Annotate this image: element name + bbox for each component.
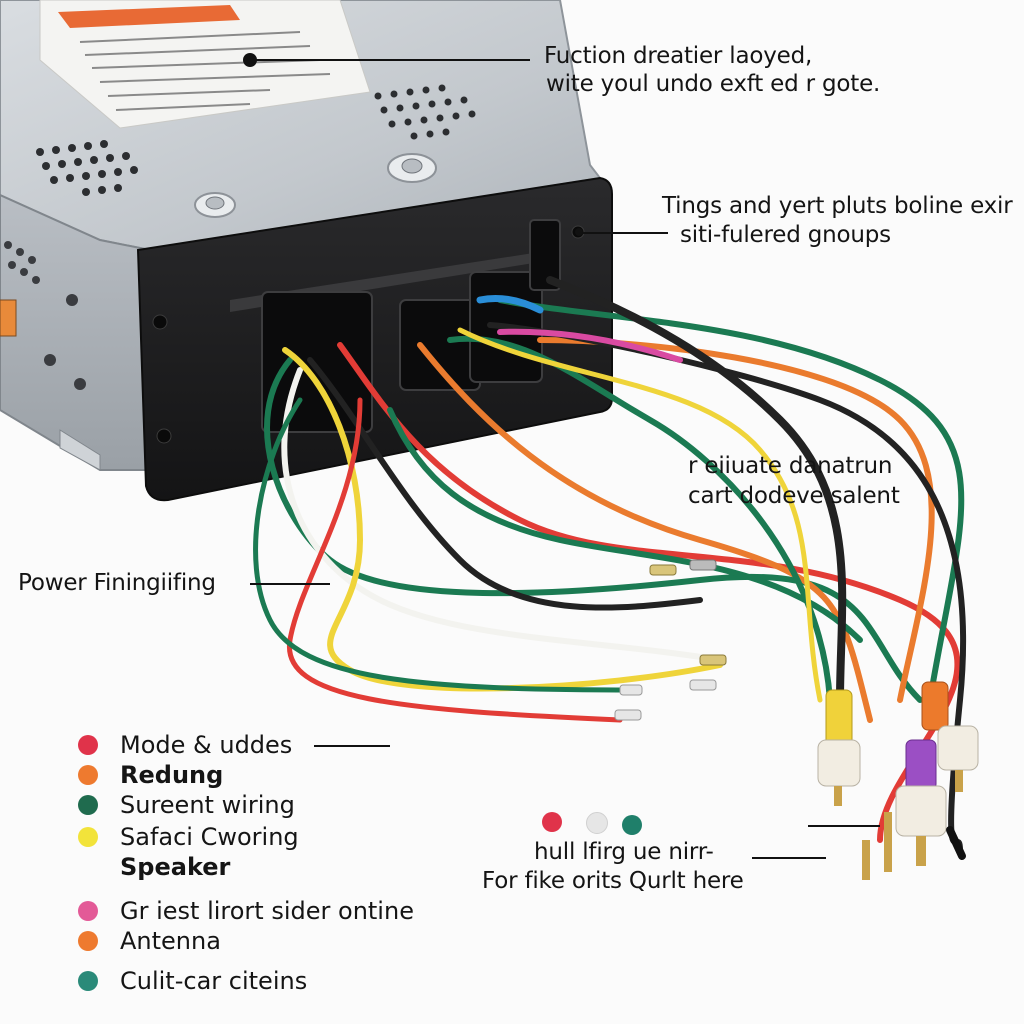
legend-swatch bbox=[78, 765, 98, 785]
legend-swatch bbox=[78, 971, 98, 991]
legend-item: Redung bbox=[78, 760, 223, 790]
callout-lines bbox=[243, 53, 880, 859]
callout-bottom-line1: hull lfirg ue nirr- bbox=[534, 839, 714, 865]
chassis bbox=[0, 0, 602, 471]
callout-left-label: Power Finingiifing bbox=[18, 570, 216, 596]
legend-label: Culit-car citeins bbox=[120, 967, 308, 995]
legend-label: Gr iest lirort sider ontine bbox=[120, 897, 414, 925]
rca-plugs bbox=[817, 681, 979, 880]
legend-item: Gr iest lirort sider ontine bbox=[78, 896, 414, 926]
legend-swatch bbox=[78, 827, 98, 847]
legend-item: Safaci Cworing bbox=[78, 822, 299, 852]
callout-bottom-line2: For fike orits Qurlt here bbox=[482, 868, 744, 894]
callout-middle-line2: cart dodeve salent bbox=[688, 483, 900, 509]
legend-swatch bbox=[78, 795, 98, 815]
legend-item: Speaker bbox=[120, 852, 230, 882]
legend-item: Mode & uddes bbox=[78, 730, 292, 760]
legend-label: Antenna bbox=[120, 927, 221, 955]
legend-label: Sureent wiring bbox=[120, 791, 295, 819]
legend-item: Antenna bbox=[78, 926, 221, 956]
callout-right-line2: siti-fulered gnoups bbox=[680, 222, 891, 248]
legend-label: Mode & uddes bbox=[120, 731, 293, 759]
legend-label: Speaker bbox=[120, 853, 231, 881]
callout-right-line1: Tings and yert pluts boline exir bbox=[662, 193, 1013, 219]
callout-top-line1: Fuction dreatier laoyed, bbox=[544, 43, 813, 69]
bottom-dot-white bbox=[586, 812, 608, 834]
bottom-dot-red bbox=[542, 812, 562, 832]
legend-swatch bbox=[78, 735, 98, 755]
callout-middle-line1: r eiiuate danatrun bbox=[688, 453, 893, 479]
top-vents bbox=[36, 84, 476, 196]
screws bbox=[194, 153, 437, 218]
legend-item: Culit-car citeins bbox=[78, 966, 307, 996]
callout-top-line2: wite youl undo exft ed r gote. bbox=[546, 71, 881, 97]
legend-label: Redung bbox=[120, 761, 224, 789]
legend-label: Safaci Cworing bbox=[120, 823, 299, 851]
bottom-dot-teal bbox=[622, 815, 642, 835]
legend-swatch bbox=[78, 901, 98, 921]
legend-swatch bbox=[78, 931, 98, 951]
legend-item: Sureent wiring bbox=[78, 790, 295, 820]
wire-terminals bbox=[614, 559, 727, 721]
